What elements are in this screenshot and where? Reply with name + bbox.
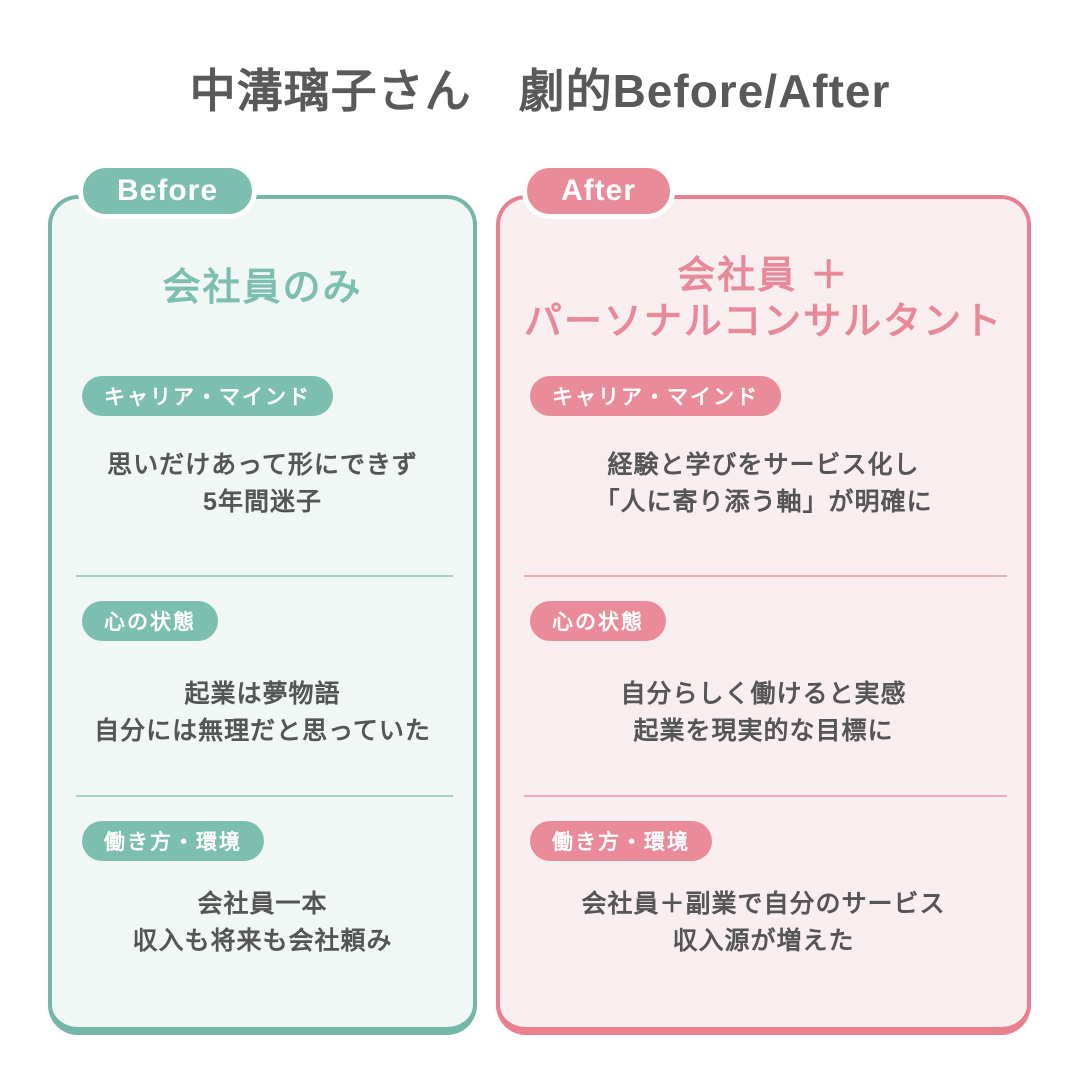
section-divider <box>76 575 453 577</box>
before-card: Before 会社員のみ キャリア・マインド 思いだけあって形にできず 5年間迷… <box>48 163 477 1035</box>
after-card: After 会社員 ＋ パーソナルコンサルタント キャリア・マインド 経験と学び… <box>496 163 1031 1035</box>
heading-line: 会社員 ＋ <box>677 255 850 297</box>
before-career-mind-badge: キャリア・マインド <box>82 376 333 416</box>
after-career-mind-badge: キャリア・マインド <box>530 376 781 416</box>
text-line: 5年間迷子 <box>203 488 322 516</box>
text-line: 思いだけあって形にできず <box>107 451 418 479</box>
heading-line: パーソナルコンサルタント <box>523 301 1004 343</box>
text-line: 「人に寄り添う軸」が明確に <box>594 488 933 516</box>
before-mental-state-badge: 心の状態 <box>82 601 218 641</box>
after-workstyle-text: 会社員＋副業で自分のサービス 収入源が増えた <box>500 886 1027 960</box>
section-divider <box>76 795 453 797</box>
after-heading: 会社員 ＋ パーソナルコンサルタント <box>500 253 1027 345</box>
before-workstyle-badge: 働き方・環境 <box>82 821 264 861</box>
text-line: 起業は夢物語 <box>184 680 341 708</box>
before-mental-state-text: 起業は夢物語 自分には無理だと思っていた <box>52 676 473 750</box>
text-line: 経験と学びをサービス化し <box>607 451 920 479</box>
before-career-mind-text: 思いだけあって形にできず 5年間迷子 <box>52 447 473 521</box>
heading-line: 会社員のみ <box>162 267 363 309</box>
page-title: 中溝璃子さん 劇的Before/After <box>189 65 891 117</box>
section-divider <box>524 795 1007 797</box>
before-tab-badge: Before <box>78 163 258 219</box>
text-line: 収入も将来も会社頼み <box>132 927 393 955</box>
after-workstyle-badge: 働き方・環境 <box>530 821 712 861</box>
section-divider <box>524 575 1007 577</box>
after-career-mind-text: 経験と学びをサービス化し 「人に寄り添う軸」が明確に <box>500 447 1027 521</box>
text-line: 収入源が増えた <box>672 927 855 955</box>
text-line: 起業を現実的な目標に <box>633 717 894 745</box>
text-line: 会社員＋副業で自分のサービス <box>581 890 946 918</box>
after-mental-state-badge: 心の状態 <box>530 601 666 641</box>
text-line: 会社員一本 <box>197 890 328 918</box>
before-heading: 会社員のみ <box>52 265 473 311</box>
after-mental-state-text: 自分らしく働けると実感 起業を現実的な目標に <box>500 676 1027 750</box>
before-workstyle-text: 会社員一本 収入も将来も会社頼み <box>52 886 473 960</box>
text-line: 自分らしく働けると実感 <box>620 680 907 708</box>
after-tab-badge: After <box>522 163 676 219</box>
text-line: 自分には無理だと思っていた <box>94 717 431 745</box>
